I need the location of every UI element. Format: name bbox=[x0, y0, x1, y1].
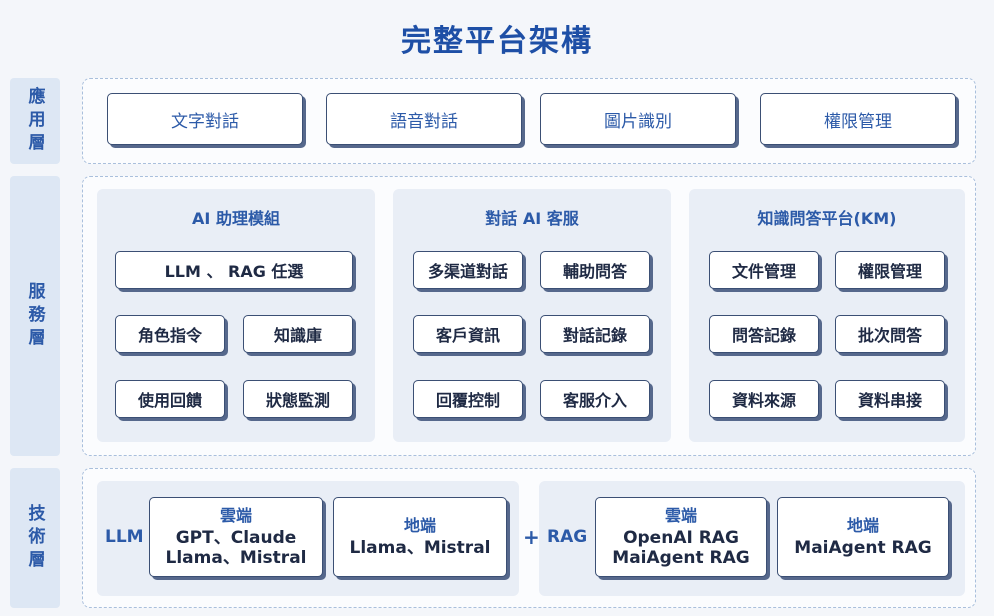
service-item-label: 資料串接 bbox=[857, 391, 922, 410]
service-item-label: 角色指令 bbox=[137, 326, 202, 345]
service-item: 回覆控制 bbox=[413, 380, 523, 418]
layer-label-service-text: 服務層 bbox=[24, 281, 45, 351]
rag-cloud-box: 雲端 OpenAI RAG MaiAgent RAG bbox=[595, 497, 767, 577]
layer-label-service: 服務層 bbox=[10, 176, 60, 456]
app-layer-frame: 文字對話 語音對話 圖片識別 權限管理 bbox=[82, 78, 976, 164]
service-item: 批次問答 bbox=[835, 315, 945, 353]
service-item: 問答記錄 bbox=[709, 315, 819, 353]
app-item-voice-chat: 語音對話 bbox=[326, 93, 522, 145]
service-layer-frame: AI 助理模組 LLM 、 RAG 任選 角色指令 知識庫 使用回饋 狀態監測 … bbox=[82, 176, 976, 456]
llm-local-line: Llama、Mistral bbox=[349, 537, 491, 558]
service-item: 客戶資訊 bbox=[413, 315, 523, 353]
llm-local-caption: 地端 bbox=[403, 515, 436, 535]
app-item-label: 權限管理 bbox=[824, 111, 892, 132]
service-item-label: 回覆控制 bbox=[435, 391, 500, 410]
service-item: 文件管理 bbox=[709, 251, 819, 289]
llm-cloud-line: Llama、Mistral bbox=[165, 548, 307, 569]
llm-cloud-caption: 雲端 bbox=[219, 505, 252, 525]
panel-title: AI 助理模組 bbox=[192, 209, 280, 228]
panel-title: 對話 AI 客服 bbox=[485, 209, 579, 228]
plus-sign: + bbox=[523, 525, 540, 549]
service-item-label: 文件管理 bbox=[731, 262, 796, 281]
service-item: 客服介入 bbox=[540, 380, 650, 418]
layer-label-tech-text: 技術層 bbox=[24, 503, 45, 573]
service-item: 使用回饋 bbox=[115, 380, 225, 418]
llm-cloud-line: GPT、Claude bbox=[175, 527, 297, 548]
service-item-label: 問答記錄 bbox=[731, 326, 796, 345]
app-item-label: 文字對話 bbox=[171, 111, 239, 132]
service-item: 資料來源 bbox=[709, 380, 819, 418]
service-item-label: 客戶資訊 bbox=[435, 326, 500, 345]
service-item: LLM 、 RAG 任選 bbox=[115, 251, 353, 289]
rag-cloud-line: MaiAgent RAG bbox=[612, 548, 750, 569]
llm-label: LLM bbox=[105, 527, 144, 547]
app-item-image-recognition: 圖片識別 bbox=[540, 93, 736, 145]
app-item-label: 語音對話 bbox=[390, 111, 458, 132]
rag-cloud-caption: 雲端 bbox=[664, 505, 697, 525]
service-item-label: 輔助問答 bbox=[562, 262, 627, 281]
service-item: 輔助問答 bbox=[540, 251, 650, 289]
rag-label: RAG bbox=[547, 527, 588, 547]
panel-ai-assistant: AI 助理模組 LLM 、 RAG 任選 角色指令 知識庫 使用回饋 狀態監測 bbox=[97, 189, 375, 442]
layer-label-tech: 技術層 bbox=[10, 468, 60, 608]
layer-label-app: 應用層 bbox=[10, 78, 60, 164]
page-title: 完整平台架構 bbox=[401, 24, 593, 59]
tech-layer-frame: LLM 雲端 GPT、Claude Llama、Mistral 地端 Llama… bbox=[82, 468, 976, 608]
panel-rag: RAG 雲端 OpenAI RAG MaiAgent RAG 地端 MaiAge… bbox=[539, 481, 965, 596]
app-item-label: 圖片識別 bbox=[604, 111, 672, 132]
service-item: 角色指令 bbox=[115, 315, 225, 353]
service-item-label: 多渠道對話 bbox=[427, 262, 508, 281]
service-item-label: 資料來源 bbox=[731, 391, 796, 410]
rag-local-line: MaiAgent RAG bbox=[794, 537, 932, 558]
rag-cloud-line: OpenAI RAG bbox=[623, 527, 739, 548]
panel-llm: LLM 雲端 GPT、Claude Llama、Mistral 地端 Llama… bbox=[97, 481, 519, 596]
service-item: 知識庫 bbox=[243, 315, 353, 353]
service-item: 狀態監測 bbox=[243, 380, 353, 418]
service-item: 對話記錄 bbox=[540, 315, 650, 353]
service-item: 資料串接 bbox=[835, 380, 945, 418]
app-item-text-chat: 文字對話 bbox=[107, 93, 303, 145]
panel-km-platform: 知識問答平台(KM) 文件管理 權限管理 問答記錄 批次問答 資料來源 資料串接 bbox=[689, 189, 965, 442]
panel-title: 知識問答平台(KM) bbox=[757, 209, 897, 228]
service-item-label: 知識庫 bbox=[273, 326, 322, 345]
llm-local-box: 地端 Llama、Mistral bbox=[333, 497, 507, 577]
service-item-label: 批次問答 bbox=[857, 326, 922, 345]
rag-local-box: 地端 MaiAgent RAG bbox=[777, 497, 949, 577]
service-item-label: 權限管理 bbox=[857, 262, 922, 281]
app-item-permission: 權限管理 bbox=[760, 93, 956, 145]
service-item: 權限管理 bbox=[835, 251, 945, 289]
service-item-label: 客服介入 bbox=[562, 391, 627, 410]
llm-cloud-box: 雲端 GPT、Claude Llama、Mistral bbox=[149, 497, 323, 577]
rag-local-caption: 地端 bbox=[846, 515, 879, 535]
service-item-label: 對話記錄 bbox=[562, 326, 627, 345]
service-item-label: 使用回饋 bbox=[137, 391, 202, 410]
service-item: 多渠道對話 bbox=[413, 251, 523, 289]
service-item-label: LLM 、 RAG 任選 bbox=[164, 262, 304, 281]
layer-label-app-text: 應用層 bbox=[24, 86, 45, 156]
panel-chat-ai-service: 對話 AI 客服 多渠道對話 輔助問答 客戶資訊 對話記錄 回覆控制 客服介入 bbox=[393, 189, 671, 442]
service-item-label: 狀態監測 bbox=[265, 391, 330, 410]
